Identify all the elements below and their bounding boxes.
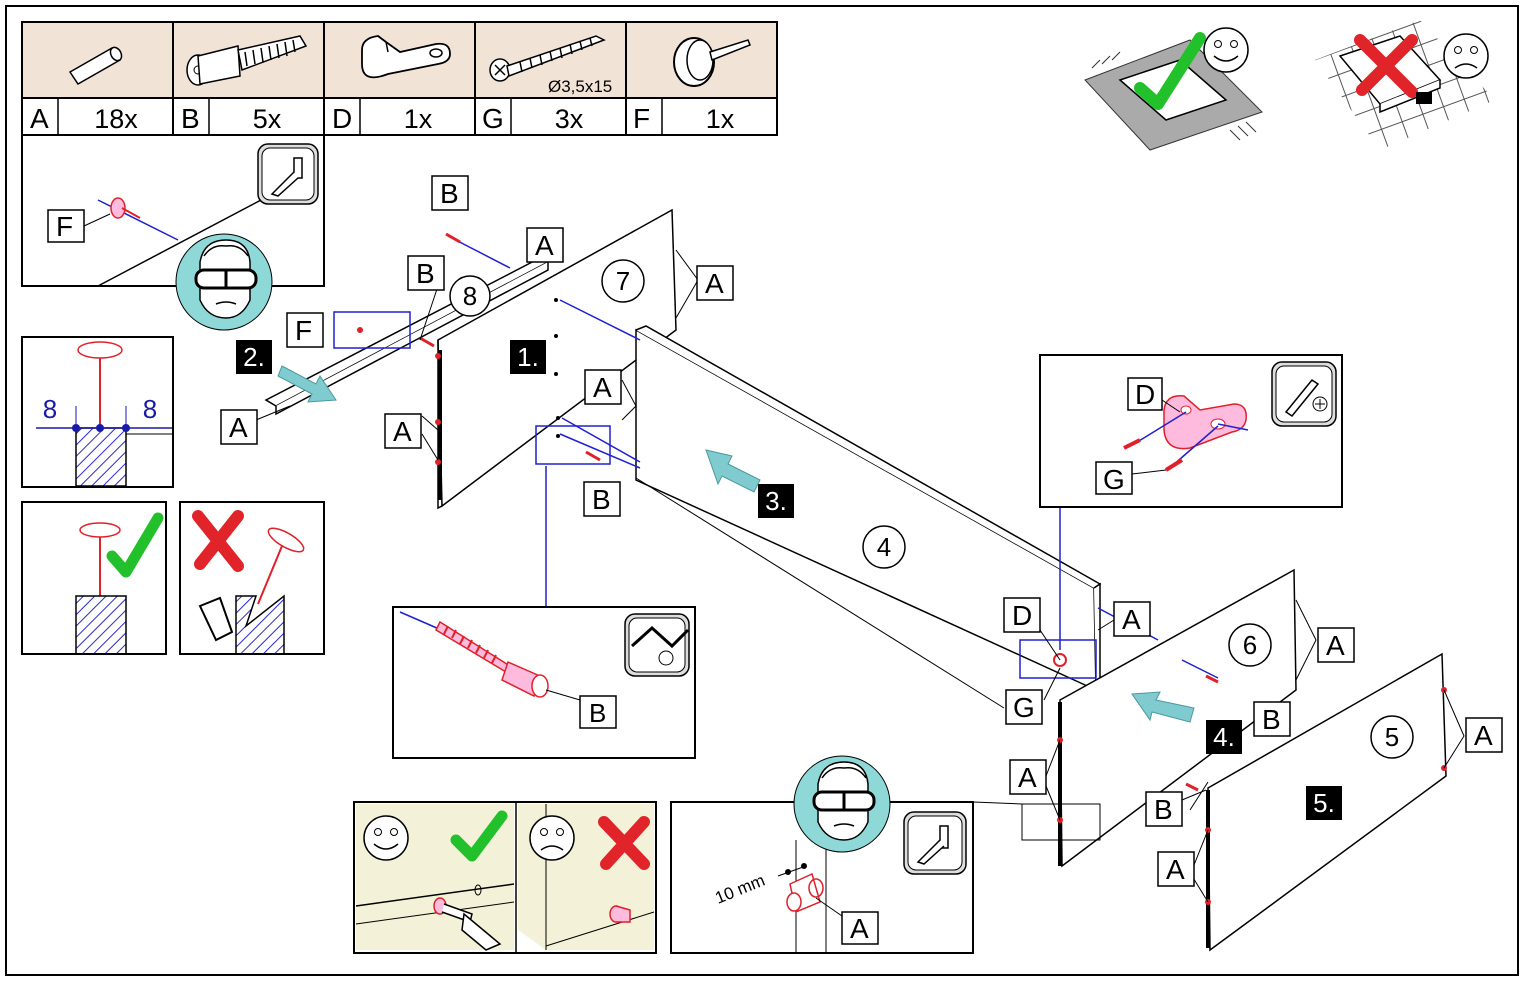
panel-numbers: 8 7 4 6 5: [449, 259, 1414, 759]
drill-depth-detail: 10 mm A: [670, 801, 1023, 954]
bracket-clip-icon: [361, 35, 451, 79]
back-panel-4: [635, 325, 1102, 692]
safety-goggles-icon: [793, 755, 891, 853]
arrow-icon: [277, 365, 337, 403]
panel-number-5: 5: [1385, 722, 1399, 752]
callout-B: B: [1262, 704, 1281, 735]
direction-arrows: [277, 365, 1195, 723]
part-qty: 1x: [706, 104, 735, 134]
callout-B: B: [592, 484, 611, 515]
callout-A: A: [535, 230, 554, 261]
dim-left: 8: [43, 394, 57, 424]
step-1: 1.: [517, 342, 539, 372]
callout-F: F: [295, 315, 312, 346]
panel-number-4: 4: [877, 532, 891, 562]
part-qty: 3x: [555, 104, 584, 134]
soft-surface-ok: [1084, 27, 1263, 151]
callout-A: A: [1166, 854, 1185, 885]
assembly-guide-lines: [333, 235, 1219, 679]
callout-B: B: [416, 258, 435, 289]
nail-icon: [673, 37, 751, 87]
dowel-insert-detail: [353, 801, 657, 954]
screw-spec: Ø3,5x15: [548, 77, 612, 96]
cam-bolt-icon: [186, 35, 308, 86]
callout-A: A: [229, 412, 248, 443]
panel-number-7: 7: [616, 266, 630, 296]
step-3: 3.: [765, 486, 787, 516]
callout-A: A: [1326, 630, 1345, 661]
callout-B: B: [1154, 794, 1173, 825]
callout-B: B: [589, 698, 606, 728]
dowel-icon: [68, 46, 123, 85]
sad-face-icon: [1443, 33, 1489, 79]
safety-goggles-icon: [175, 233, 273, 331]
screwdriver-tool-icon: [1271, 361, 1337, 427]
part-qty: 5x: [253, 104, 282, 134]
step-4: 4.: [1213, 722, 1235, 752]
nail-detail-box: F: [21, 134, 325, 287]
screw-icon: Ø3,5x15: [489, 35, 612, 96]
part-callouts: B A A B F A A A B D A A G B A A B A: [220, 175, 1503, 887]
bracket-detail-box: D G: [1039, 354, 1343, 508]
cam-bolt-detail-box: B: [392, 606, 696, 759]
callout-A: A: [1474, 720, 1493, 751]
callout-D: D: [1012, 600, 1032, 631]
callout-A: A: [705, 268, 724, 299]
check-icon: [1134, 32, 1206, 110]
allen-key-tool-icon: [624, 613, 690, 677]
callout-A: A: [850, 913, 869, 944]
panel-number-8: 8: [463, 281, 477, 311]
nail-wrong-detail: [179, 501, 325, 655]
parts-table: Ø3,5x15 A 18x B 5x D 1x G 3x F 1x: [21, 21, 778, 136]
step-2: 2.: [243, 342, 265, 372]
callout-A: A: [1018, 762, 1037, 793]
hammer-tool-icon: [903, 811, 967, 875]
part-qty: 1x: [404, 104, 433, 134]
check-icon: [106, 512, 164, 578]
panel-number-6: 6: [1243, 630, 1257, 660]
part-letter: G: [482, 103, 504, 134]
cross-icon: [192, 510, 244, 572]
page-border: [5, 5, 1519, 976]
callout-D: D: [1135, 379, 1155, 410]
check-icon: [450, 810, 508, 862]
sad-face-icon: [529, 815, 575, 861]
cross-icon: [1354, 34, 1418, 98]
smiley-icon: [1203, 27, 1249, 73]
step-badges: 1. 2. 3. 4. 5.: [236, 340, 1342, 820]
smiley-icon: [363, 815, 409, 861]
callout-A: A: [593, 372, 612, 403]
arrow-icon: [1131, 691, 1195, 723]
callout-A: A: [1122, 604, 1141, 635]
callout-G: G: [1103, 464, 1125, 495]
callout-A: A: [393, 416, 412, 447]
callout-G: G: [1013, 692, 1035, 723]
part-letter: F: [633, 103, 650, 134]
step-5: 5.: [1313, 788, 1335, 818]
part-letter: B: [181, 103, 200, 134]
cross-icon: [598, 816, 650, 870]
hardware-markers: [357, 232, 1219, 792]
part-letter: A: [30, 103, 49, 134]
label-F: F: [56, 211, 73, 242]
part-qty: 18x: [94, 104, 138, 134]
dim-right: 8: [143, 394, 157, 424]
hammer-tool-icon: [257, 143, 319, 205]
arrow-icon: [705, 449, 761, 493]
part-letter: D: [332, 103, 352, 134]
nail-correct-detail: [21, 501, 167, 655]
callout-B: B: [440, 178, 459, 209]
nail-depth-detail: 8 8: [21, 336, 174, 488]
hard-floor-bad: [1315, 20, 1495, 150]
